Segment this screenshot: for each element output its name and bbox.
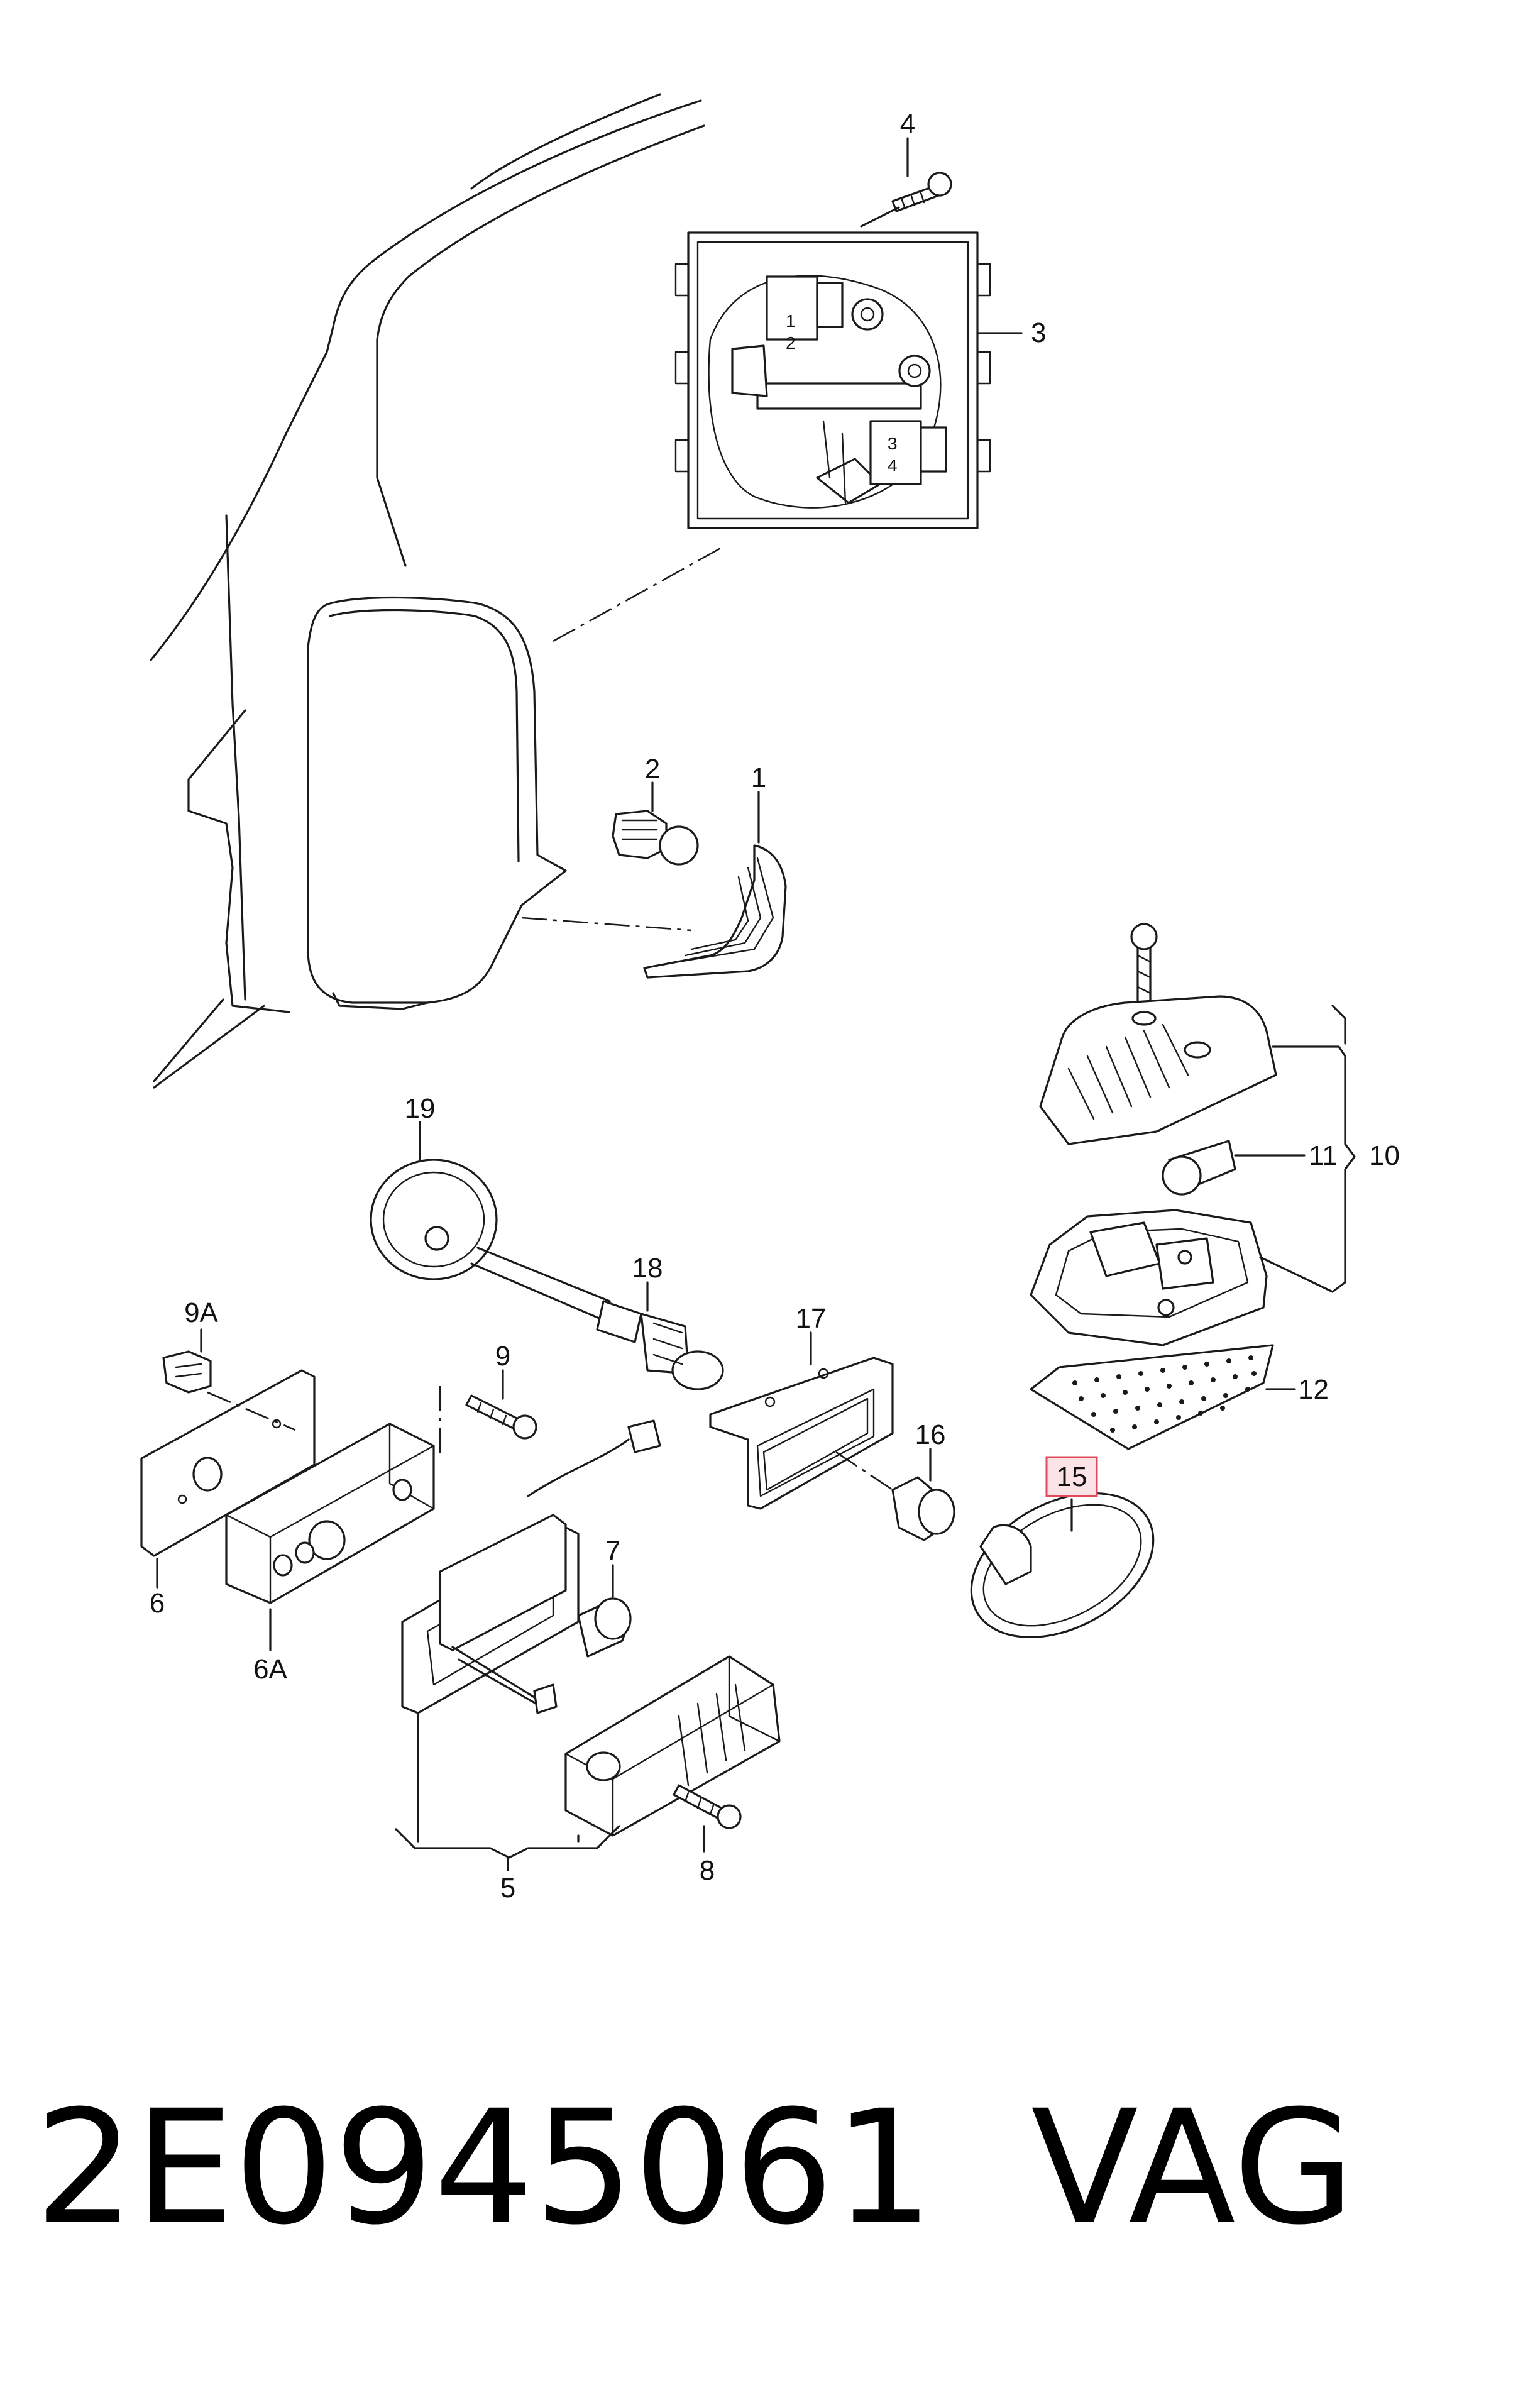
footer: 2E0945061 VAG xyxy=(35,2076,1355,2259)
part-2-bulb-holder xyxy=(612,810,699,866)
van-body-outline xyxy=(150,93,723,1089)
callout-17: 17 xyxy=(796,1303,827,1334)
part-7-bulb xyxy=(577,1597,632,1658)
part-number: 2E0945061 xyxy=(35,2076,933,2259)
callout-15-highlight-box xyxy=(1045,1456,1098,1497)
part-17-bracket xyxy=(709,1357,894,1510)
callout-19: 19 xyxy=(405,1093,436,1124)
brand-name: VAG xyxy=(1031,2076,1355,2259)
callout-10: 10 xyxy=(1369,1140,1400,1171)
callout-18: 18 xyxy=(632,1253,663,1284)
part-9-screw xyxy=(439,1386,537,1458)
part-11-bulb xyxy=(1162,1140,1306,1196)
callout-12: 12 xyxy=(1298,1374,1329,1405)
callout-7: 7 xyxy=(605,1536,620,1567)
part-3-fuse-box: 1 2 3 4 xyxy=(674,231,991,529)
callout-9: 9 xyxy=(495,1341,510,1372)
callout-5: 5 xyxy=(500,1873,515,1903)
part-12-gasket xyxy=(1030,1344,1296,1450)
part-1-mirror-indicator-lens xyxy=(521,844,787,979)
callout-3: 3 xyxy=(1031,317,1046,348)
part-5-side-lamp-assembly xyxy=(395,1419,781,1859)
part-16-bulb xyxy=(835,1451,955,1541)
mirror-housing xyxy=(307,596,567,1010)
part-8-screw xyxy=(673,1784,742,1829)
callout-1: 1 xyxy=(751,763,766,793)
part-19-grommet xyxy=(370,1159,611,1321)
fuse-label-3: 3 xyxy=(888,434,898,453)
callout-labels: 4 3 2 1 19 18 17 16 15 11 10 12 9A 9 6 6… xyxy=(150,109,1400,1903)
callout-8: 8 xyxy=(700,1855,715,1886)
callout-2: 2 xyxy=(645,754,660,785)
leader-lines xyxy=(156,137,1073,1871)
part-4-screw xyxy=(860,172,952,228)
callout-16: 16 xyxy=(915,1419,946,1450)
fuse-label-4: 4 xyxy=(888,456,898,475)
callout-6a: 6A xyxy=(253,1654,287,1685)
fuse-label-2: 2 xyxy=(786,333,796,353)
callout-15: 15 xyxy=(1057,1462,1087,1492)
callout-4: 4 xyxy=(900,109,915,140)
callout-9a: 9A xyxy=(184,1297,218,1328)
fuse-label-1: 1 xyxy=(786,311,796,331)
callout-11: 11 xyxy=(1309,1140,1338,1171)
part-18-bulb-socket xyxy=(596,1300,724,1390)
part-10-base xyxy=(1030,1209,1268,1346)
part-6a-lamp-housing xyxy=(225,1423,435,1604)
callout-6: 6 xyxy=(150,1588,165,1619)
part-6-gasket xyxy=(140,1369,316,1557)
part-9a-clip xyxy=(162,1350,212,1394)
bracket-10 xyxy=(1259,1045,1356,1293)
part-15-side-marker-lamp xyxy=(970,1492,1155,1639)
part-10-roof-marker-lamp xyxy=(1039,923,1277,1145)
